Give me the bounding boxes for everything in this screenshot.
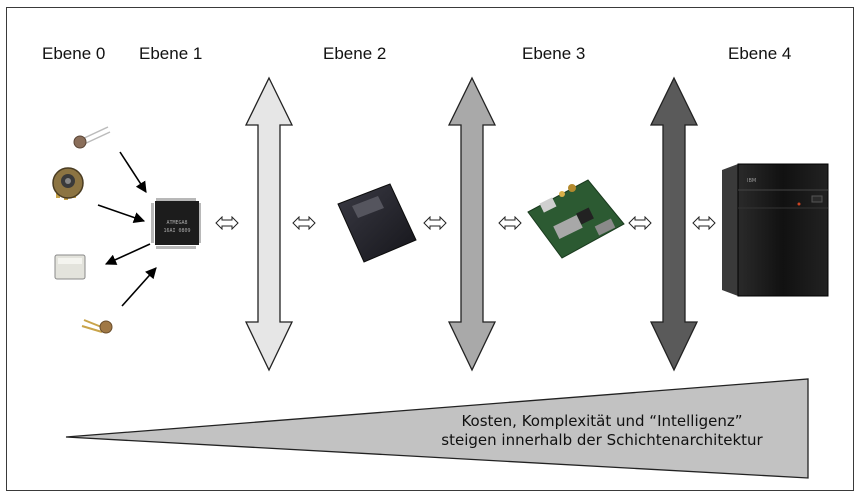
- svg-text:IBM: IBM: [747, 178, 756, 184]
- svg-text:16AI 0809: 16AI 0809: [163, 228, 190, 234]
- level-2-label: Ebene 2: [323, 44, 387, 63]
- level-3-label: Ebene 3: [522, 44, 586, 63]
- link-arrow-2: [292, 216, 316, 230]
- embedded-board-icon: [527, 179, 625, 259]
- bus-arrow-level-1-2: [244, 76, 294, 372]
- server-tower-icon: IBM: [722, 163, 829, 297]
- microcontroller-chip-icon: ATMEGA8 16AI 0809: [151, 198, 201, 249]
- bus-arrow-level-2-3: [447, 76, 497, 372]
- potentiometer-icon: [52, 167, 84, 200]
- link-arrow-3: [423, 216, 447, 230]
- level-0-label: Ebene 0: [42, 44, 106, 63]
- light-sensor-icon: [73, 126, 111, 149]
- level-1-label: Ebene 1: [139, 44, 203, 63]
- link-arrow-1: [215, 216, 239, 230]
- bus-arrow-level-3-4: [649, 76, 699, 372]
- processor-chip-icon: [337, 183, 417, 263]
- link-arrow-5: [628, 216, 652, 230]
- link-arrow-6: [692, 216, 716, 230]
- svg-text:ATMEGA8: ATMEGA8: [166, 220, 187, 226]
- signal-arrows: [97, 151, 157, 307]
- relay-icon: [54, 254, 86, 280]
- cost-complexity-caption: Kosten, Komplexität und “Intelligenz” st…: [392, 412, 812, 450]
- level-4-label: Ebene 4: [728, 44, 792, 63]
- caption-line-2: steigen innerhalb der Schichtenarchitekt…: [441, 431, 763, 449]
- growth-wedge: [65, 378, 809, 479]
- caption-line-1: Kosten, Komplexität und “Intelligenz”: [461, 412, 743, 430]
- transistor-icon: [81, 319, 113, 334]
- link-arrow-4: [498, 216, 522, 230]
